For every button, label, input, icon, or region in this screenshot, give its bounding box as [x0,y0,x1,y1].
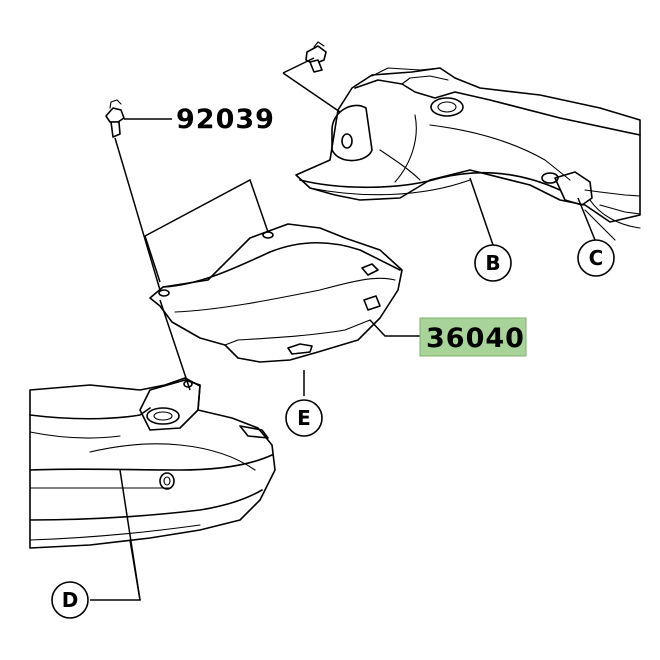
ref-label-c: C [589,246,604,270]
part-number-92039: 92039 [176,104,275,135]
lower-fairing-assembly [29,377,276,549]
ref-bubble-b: B [474,244,512,282]
clip-rivet-icon [105,99,125,138]
ref-bubble-c: C [577,239,615,277]
leader-lines [90,57,596,601]
ref-bubble-e: E [285,399,323,437]
cover-part-36040 [149,223,403,363]
ref-label-b: B [485,251,500,275]
ref-label-e: E [297,406,311,430]
ref-label-d: D [62,588,79,612]
upper-bracket-assembly [295,67,641,241]
top-screw-icon [305,41,327,73]
part-number-highlight [419,317,527,357]
part-number-36040: 36040 [426,323,525,354]
ref-bubble-d: D [51,581,89,619]
